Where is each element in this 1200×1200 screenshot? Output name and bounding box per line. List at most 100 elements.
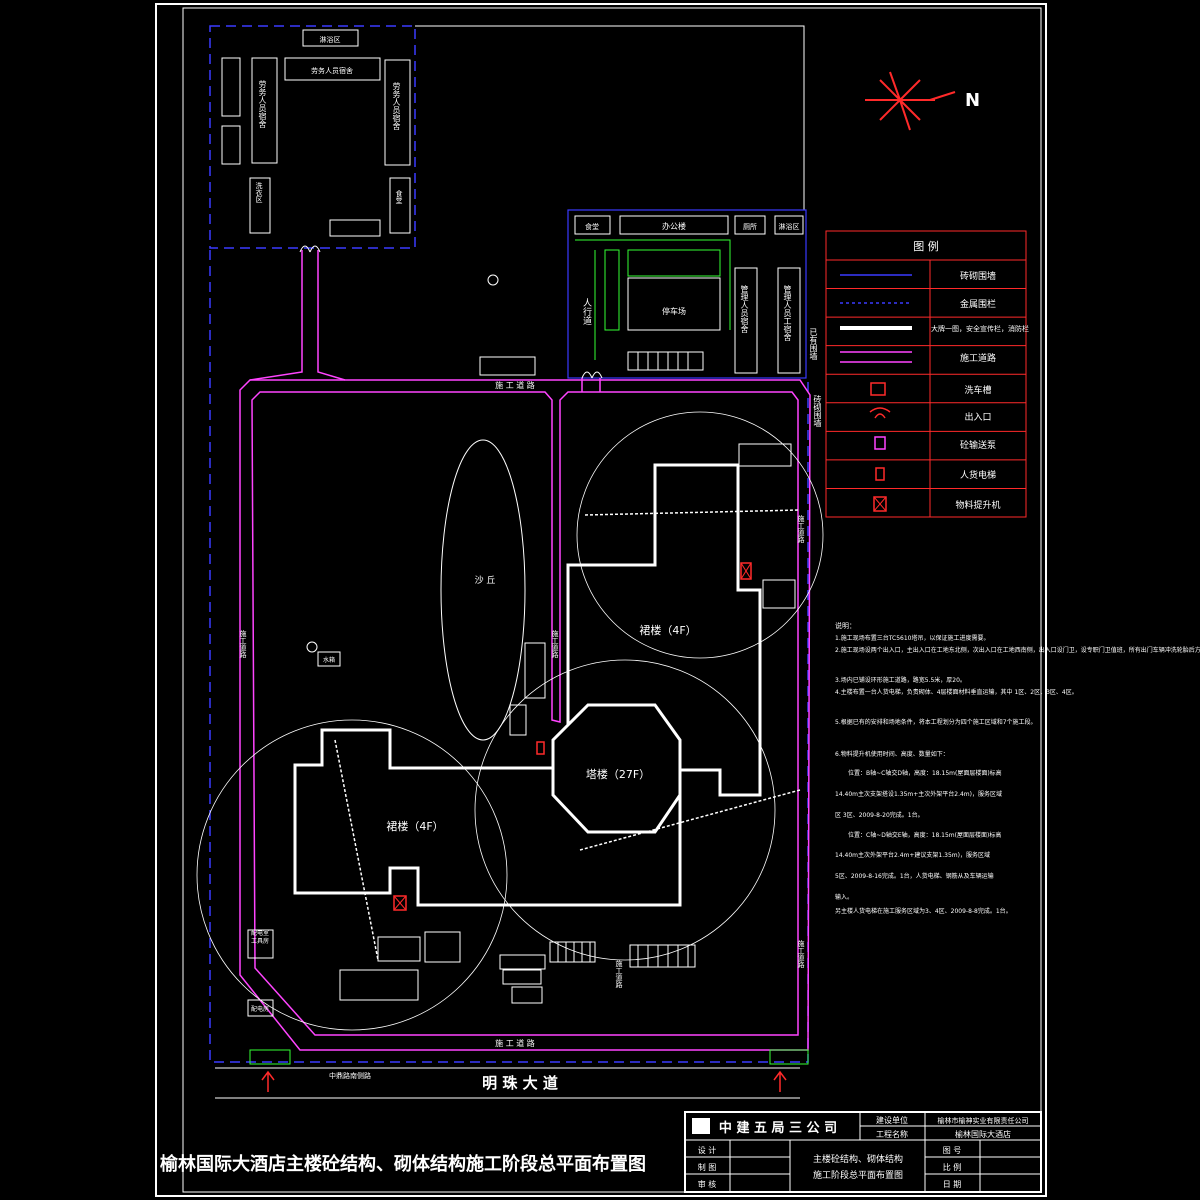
note-line: 6.物料提升机使用时间、高度、数量如下： — [835, 750, 949, 758]
note-line: 5.根据已有的安排和场地条件，将本工程划分为四个施工区域和7个施工段。 — [835, 718, 1037, 726]
laundry-box — [249, 177, 271, 234]
labor-dorm-left — [251, 57, 278, 164]
title-block — [684, 1111, 1042, 1193]
note-line: 4.主楼布置一台人货电梯，负责砌体、4层楼面材料垂直运输，其中 1区、2区、3区… — [835, 688, 1078, 696]
label-laundry: 洗衣区 — [255, 182, 263, 203]
well-marker-2 — [306, 641, 318, 653]
crane-jib-mid — [579, 789, 801, 851]
mgmt-dorm-small-1 — [221, 57, 241, 117]
drawing-name-1: 主楼砼结构、砌体结构 — [813, 1153, 903, 1165]
note-line: 位置：C轴~D轴交E轴，高度：18.15m(屋面层楼面)标高 — [848, 831, 1001, 839]
green-fence — [575, 239, 731, 330]
review-label: 审 核 — [698, 1179, 717, 1189]
label-water-tank: 水箱 — [323, 656, 335, 664]
site-box-4 — [524, 642, 546, 699]
road-name: 明 珠 大 道 — [482, 1074, 558, 1092]
legend-title: 图 例 — [913, 239, 939, 253]
label-tool-room: 配电室工具房 — [251, 930, 270, 945]
toilet-box — [734, 215, 766, 235]
outer-frame — [155, 3, 1047, 1197]
label-tower: 塔楼（27F） — [586, 767, 650, 781]
label-road-right-lower: 施工道路 — [797, 940, 805, 968]
tower-octagon — [551, 703, 682, 834]
entrance-icon-1 — [261, 1070, 275, 1092]
tool-room-box — [247, 929, 274, 959]
green-strip — [604, 249, 620, 331]
legend-label: 出入口 — [964, 411, 991, 423]
site-box-6 — [377, 936, 421, 962]
ring-road-outer — [239, 379, 811, 1051]
legend-sym-pump-icon — [874, 436, 886, 450]
note-line: 另主楼人货电梯在施工服务区域为3、4区、2009-8-8完成。1台。 — [835, 907, 1012, 915]
label-road-lower-mid: 施工道路 — [615, 960, 623, 988]
label-office: 办公楼 — [662, 221, 686, 231]
parking-box — [627, 277, 721, 331]
label-bath-zone: 淋浴区 — [320, 35, 341, 44]
site-box-8 — [339, 969, 419, 1001]
bath-box — [774, 215, 804, 235]
rebar-stack-3 — [627, 351, 704, 371]
label-podium-west: 裙楼（4F） — [386, 819, 443, 833]
legend-sym-hoist-icon — [873, 496, 887, 512]
label-labor-dorm-2: 劳务人员宿舍 — [258, 80, 267, 128]
site-box-11 — [511, 986, 543, 1004]
entrance-icon-3 — [299, 245, 603, 379]
crane-radius-mid — [474, 659, 776, 961]
crane-radius-west — [196, 719, 508, 1031]
note-line: 位置：B轴~C轴交D轴，高度：18.15m(屋面层楼面)标高 — [848, 769, 1002, 777]
sand-dune — [440, 439, 526, 741]
label-labor-dorm-3: 劳务人员宿舍 — [392, 82, 401, 130]
podium-west-outline — [293, 728, 682, 907]
site-box-7 — [424, 931, 461, 963]
mgmt-dorm-small-2 — [221, 125, 241, 165]
note-line: 输入。 — [835, 893, 853, 901]
ring-road-inner — [251, 391, 799, 1036]
canteen-box — [574, 215, 611, 235]
label-existing-wall: 已有围墙 — [809, 328, 818, 360]
well-marker-1 — [487, 274, 499, 286]
legend-label: 施工道路 — [960, 352, 996, 364]
label-mgmt-dorm: 管理人员宿舍 — [740, 285, 749, 333]
label-canteen2: 食堂 — [395, 190, 403, 204]
north-label: N — [965, 90, 980, 111]
note-line: 14.40m主次支架搭设1.35m+主次外架平台2.4m)，服务区域 — [835, 790, 1002, 798]
note-line: 1.施工现场布置三台TC5610塔吊，以保证施工进度需要。 — [835, 634, 990, 642]
note-line: 14.40m主次外架平台2.4m+建议支架1.35m)，服务区域 — [835, 851, 990, 859]
site-box-5 — [509, 704, 527, 736]
brick-wall-boundary — [209, 250, 809, 1063]
note-line: 5区、2009-8-16完成。1台，人货电梯、钢筋从及车辆运输 — [835, 872, 994, 880]
legend-label: 砖砌围墙 — [960, 270, 996, 282]
dorm-compound — [209, 25, 416, 249]
site-box-1 — [479, 356, 536, 376]
legend-sym-wash — [870, 382, 886, 396]
label-bath: 淋浴区 — [779, 222, 800, 231]
label-labor-dorm-1: 劳务人员宿舍 — [311, 66, 353, 75]
access-road-west — [249, 250, 346, 381]
podium-east-outline — [566, 463, 762, 797]
label-toilet: 厕所 — [743, 222, 757, 231]
distribution-box — [247, 999, 274, 1017]
note-line: 2.施工现场设两个出入口，主出入口在工地东北侧，次出入口在工地西南侧，出入口设门… — [835, 646, 1200, 654]
wall-north-segment — [415, 25, 805, 210]
label-parking: 停车场 — [662, 306, 686, 316]
label-notes-title: 说明： — [835, 621, 856, 630]
legend-label: 洗车槽 — [964, 384, 991, 396]
build-unit-label: 建设单位 — [876, 1115, 908, 1125]
green-area — [627, 249, 721, 277]
labor-dorm-top — [284, 57, 381, 81]
label-distribution: 配电房 — [251, 1005, 269, 1013]
label-road-left: 施工道路 — [239, 630, 247, 658]
hoist-marker-1 — [740, 562, 752, 580]
label-road-right-upper: 施工道路 — [797, 515, 805, 543]
legend-sym-lift-icon — [875, 467, 885, 481]
gate-sw-washing — [769, 1049, 809, 1065]
label-podium-east: 裙楼（4F） — [639, 623, 696, 637]
water-tank-box — [317, 651, 341, 667]
build-unit-value: 榆林市榆神实业有限责任公司 — [938, 1116, 1029, 1125]
legend-sym-entrance-icon — [869, 407, 891, 419]
project-label: 工程名称 — [876, 1129, 908, 1139]
company-logo-icon — [692, 1118, 710, 1134]
bath-zone-top — [302, 29, 359, 47]
label-road-mid: 施工道路 — [551, 630, 559, 658]
gate-se-washing — [249, 1049, 291, 1065]
